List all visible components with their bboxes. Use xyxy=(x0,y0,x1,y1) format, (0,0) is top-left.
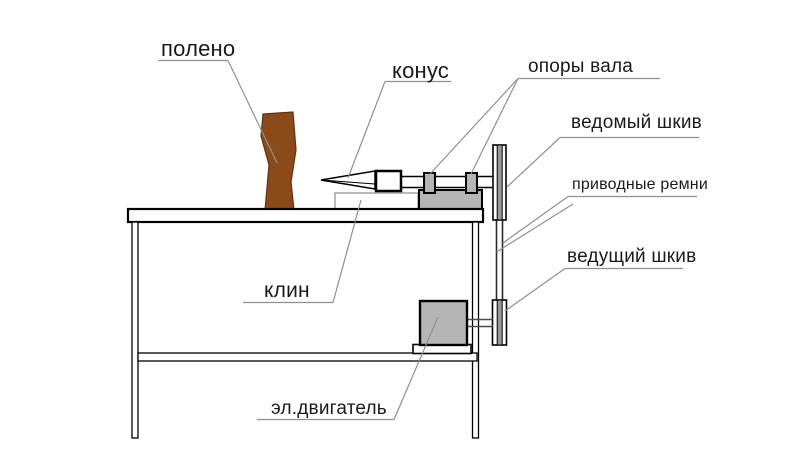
log-leader-line xyxy=(227,60,278,164)
wedge-label: клин xyxy=(264,279,310,302)
table-top xyxy=(126,207,485,224)
table-shelf xyxy=(137,352,478,362)
table-leg-right xyxy=(471,221,480,439)
drive-belts-leader-line-upper xyxy=(502,196,569,244)
driving-pulley-label: ведущий шкив xyxy=(567,246,697,267)
shaft-support-right xyxy=(465,172,478,194)
log-shape xyxy=(260,111,297,211)
wedge-block xyxy=(334,192,419,210)
wedge-leader-line xyxy=(332,199,362,303)
cone-hub-block xyxy=(374,169,403,193)
motor-leader-line xyxy=(393,316,439,420)
table-leg-left xyxy=(131,221,139,439)
drive-belts-label: приводные ремни xyxy=(572,176,708,193)
shaft-supports-label: опоры вала xyxy=(528,56,634,77)
shaft-supports-leader-line-right xyxy=(470,78,519,175)
electric-motor-label: эл.двигатель xyxy=(271,398,387,419)
cone-inner-line xyxy=(320,179,376,185)
driven-pulley-leader-line xyxy=(506,137,561,188)
cone-label: конус xyxy=(392,58,450,83)
driving-pulley-groove-band xyxy=(496,299,503,346)
motor-body xyxy=(418,299,469,347)
log-label: полено xyxy=(161,36,236,61)
cone-shape xyxy=(320,170,376,190)
cone-leader-line xyxy=(347,81,386,179)
shaft-support-left xyxy=(423,172,436,194)
drive-belts-leader-line-lower xyxy=(496,203,574,253)
shaft-supports-leader-line-left xyxy=(429,78,519,175)
driven-pulley-groove-band xyxy=(496,144,503,221)
driven-pulley-label: ведомый шкив xyxy=(571,112,702,133)
driving-pulley-leader-line xyxy=(504,268,566,312)
